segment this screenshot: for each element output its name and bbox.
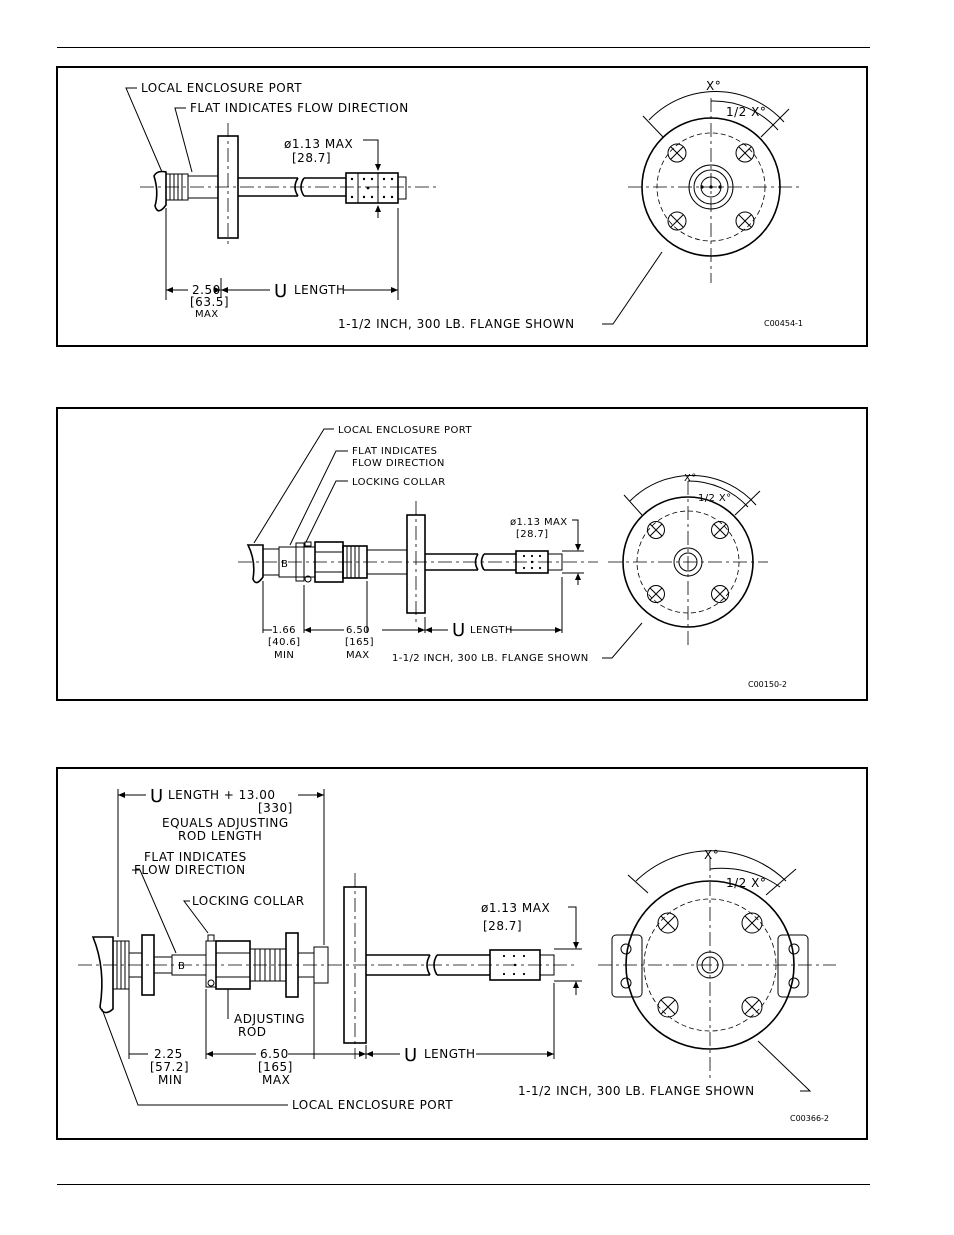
fig2-enclosure-port-head — [246, 544, 264, 584]
fig1-flange-hub — [688, 164, 734, 210]
fig3-clamp-right — [777, 934, 809, 998]
fig2-dim2-mm: [165] — [345, 637, 374, 648]
fig1-length: LENGTH — [294, 283, 345, 297]
fig1-code: C00454-1 — [764, 319, 803, 328]
fig3-dim1-in: 2.25 — [154, 1047, 183, 1061]
fig2-label-locking-collar: LOCKING COLLAR — [352, 477, 446, 488]
fig3-length: LENGTH — [424, 1047, 475, 1061]
fig3-flange-outer — [625, 880, 795, 1050]
figure-3-panel: B U LENGTH + 13.00 [330] EQUALS ADJUSTIN… — [56, 767, 868, 1140]
fig3-flange-hub — [696, 951, 724, 979]
figure-2-panel: B LOCAL ENCLOSURE PORT FLAT INDICATES FL… — [56, 407, 868, 701]
fig2-x-angle: X° — [684, 473, 697, 484]
fig3-label-enclosure-port: LOCAL ENCLOSURE PORT — [292, 1098, 453, 1112]
fig2-b-mark: B — [281, 559, 288, 570]
fig3-u-top: U — [150, 786, 163, 807]
fig1-label-enclosure-port: LOCAL ENCLOSURE PORT — [141, 81, 302, 95]
fig3-x-angle: X° — [704, 848, 719, 862]
fig3-code: C00366-2 — [790, 1114, 829, 1123]
fig2-label-dia-mm: [28.7] — [516, 529, 548, 540]
fig3-dim2-in: 6.50 — [260, 1047, 289, 1061]
fig2-code: C00150-2 — [748, 680, 787, 689]
fig1-leader-flat — [174, 107, 193, 173]
fig3-dim2-mm: [165] — [258, 1060, 293, 1074]
fig2-half-x-angle: 1/2 X° — [698, 493, 732, 504]
fig1-dim-note: MAX — [195, 309, 219, 320]
fig2-label-flat-1: FLAT INDICATES — [352, 446, 437, 457]
fig3-dim2-note: MAX — [262, 1073, 290, 1087]
fig1-bolt-holes — [667, 143, 755, 231]
fig1-enclosure-port-head — [153, 170, 167, 212]
fig3-label-flat-2: FLOW DIRECTION — [134, 863, 246, 877]
fig2-dim2-note: MAX — [346, 650, 370, 661]
fig2-length: LENGTH — [470, 625, 513, 636]
fig2-label-dia-max: ø1.13 MAX — [510, 517, 567, 528]
fig2-locking-collar — [295, 542, 305, 582]
fig2-dim1-in: 1.66 — [272, 625, 296, 636]
fig1-x-angle: X° — [706, 79, 721, 93]
fig2-dim2-in: 6.50 — [346, 625, 370, 636]
fig1-flange-outer — [641, 117, 781, 257]
fig2-flange-outer — [622, 496, 754, 628]
fig3-half-x-angle: 1/2 X° — [726, 876, 766, 890]
fig2-dim1-mm: [40.6] — [268, 637, 300, 648]
fig1-dim-in: 2.50 — [192, 283, 221, 297]
fig3-u-bottom: U — [404, 1045, 417, 1066]
fig1-label-dia-mm: [28.7] — [292, 151, 331, 165]
fig2-flange-label: 1-1/2 INCH, 300 LB. FLANGE SHOWN — [392, 653, 589, 664]
fig3-label-adjusting-2: ROD — [238, 1025, 267, 1039]
bottom-rule — [57, 1184, 870, 1185]
fig3-label-adjusting-1: ADJUSTING — [234, 1012, 305, 1026]
fig3-rod-length-1: LENGTH + 13.00 — [168, 788, 276, 802]
fig1-label-flat-direction: FLAT INDICATES FLOW DIRECTION — [190, 101, 409, 115]
fig2-bolt-holes — [647, 521, 729, 603]
fig3-flange-label: 1-1/2 INCH, 300 LB. FLANGE SHOWN — [518, 1084, 755, 1098]
fig2-dim1-note: MIN — [274, 650, 294, 661]
fig3-label-flat-1: FLAT INDICATES — [144, 850, 247, 864]
figure-1-panel: LOCAL ENCLOSURE PORT FLAT INDICATES FLOW… — [56, 66, 868, 347]
figure-1-drawing: LOCAL ENCLOSURE PORT FLAT INDICATES FLOW… — [125, 79, 803, 331]
fig3-enclosure-port — [91, 936, 114, 1014]
fig1-leader-port — [125, 87, 163, 173]
fig1-label-dia-max: ø1.13 MAX — [284, 137, 353, 151]
fig2-label-enclosure-port: LOCAL ENCLOSURE PORT — [338, 425, 472, 436]
fig1-half-x-angle: 1/2 X° — [726, 105, 766, 119]
fig3-label-dia-max: ø1.13 MAX — [481, 901, 550, 915]
fig3-label-dia-mm: [28.7] — [483, 919, 522, 933]
fig3-rod-length-mm: [330] — [258, 801, 293, 815]
top-rule — [57, 47, 870, 48]
fig1-u: U — [274, 281, 287, 302]
fig3-rod-length-3: ROD LENGTH — [178, 829, 262, 843]
fig1-dim-mm: [63.5] — [190, 295, 229, 309]
fig1-leader-flange — [602, 251, 663, 325]
fig3-clamp-left — [611, 934, 643, 998]
fig3-bolt-holes — [657, 912, 763, 1018]
fig1-flange-label: 1-1/2 INCH, 300 LB. FLANGE SHOWN — [338, 317, 575, 331]
fig3-dim1-mm: [57.2] — [150, 1060, 189, 1074]
fig3-label-locking-collar: LOCKING COLLAR — [192, 894, 305, 908]
fig2-label-flat-2: FLOW DIRECTION — [352, 458, 445, 469]
fig1-sensor-tip — [345, 172, 399, 204]
fig1-bolt-circle — [656, 132, 766, 242]
fig3-dim1-note: MIN — [158, 1073, 182, 1087]
fig3-rod-length-2: EQUALS ADJUSTING — [162, 816, 289, 830]
fig2-flange-hub — [673, 547, 703, 577]
figure-3-drawing: B U LENGTH + 13.00 [330] EQUALS ADJUSTIN… — [78, 786, 836, 1123]
figure-2-drawing: B LOCAL ENCLOSURE PORT FLAT INDICATES FL… — [238, 425, 787, 689]
fig2-u: U — [452, 620, 465, 641]
fig3-b-mark: B — [178, 961, 185, 972]
